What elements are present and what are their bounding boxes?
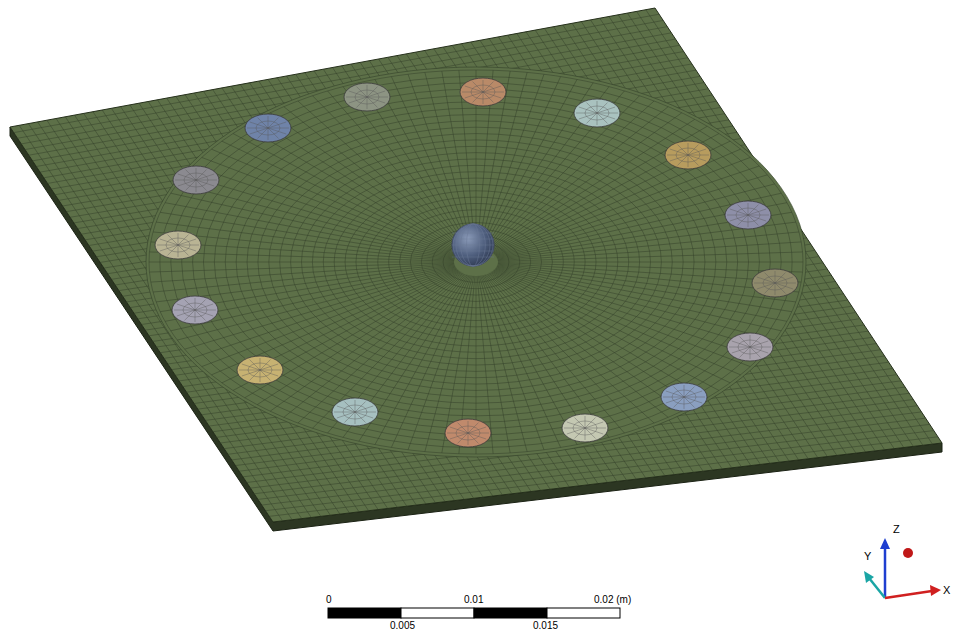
contact-pad: [445, 419, 491, 447]
plate-mesh: [10, 8, 942, 531]
scale-tick-label: 0.02 (m): [594, 595, 631, 605]
scale-tick-label: 0: [326, 595, 332, 605]
contact-pad: [460, 78, 506, 106]
contact-pad: [173, 166, 219, 194]
axis-triad: [864, 538, 941, 598]
axis-label: Y: [864, 551, 871, 562]
contact-pad: [727, 333, 773, 361]
scale-tick-label: 0.01: [464, 595, 483, 605]
contact-pad: [574, 99, 620, 127]
contact-pad: [237, 356, 283, 384]
scale-tick-label: 0.015: [533, 621, 558, 631]
contact-pad: [155, 231, 201, 259]
axis-label: Z: [893, 524, 900, 535]
scale-bar: [328, 608, 620, 618]
scale-tick-label: 0.005: [390, 621, 415, 631]
contact-pad: [562, 414, 608, 442]
contact-pad: [332, 398, 378, 426]
contact-pad: [245, 114, 291, 142]
axis-label: X: [943, 585, 950, 596]
contact-pad: [725, 201, 771, 229]
contact-pad: [344, 83, 390, 111]
contact-pad: [665, 141, 711, 169]
contact-pad: [752, 269, 798, 297]
sphere: [452, 224, 494, 266]
contact-pad: [172, 296, 218, 324]
contact-pad: [661, 383, 707, 411]
